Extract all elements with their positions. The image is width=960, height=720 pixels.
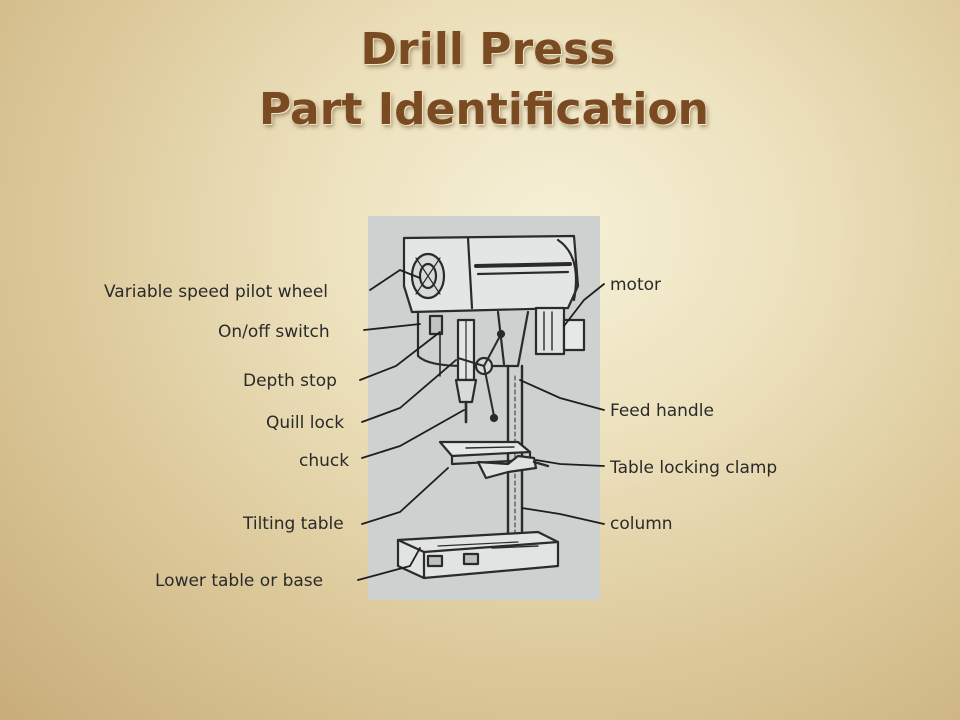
label-tilting-table: Tilting table: [243, 514, 344, 534]
label-quill-lock: Quill lock: [266, 413, 345, 433]
label-column: column: [610, 514, 673, 534]
slide-title-line1: Drill Press: [360, 24, 616, 75]
label-depth-stop: Depth stop: [243, 371, 337, 391]
label-feed-handle: Feed handle: [610, 401, 714, 421]
label-table-locking-clamp: Table locking clamp: [610, 458, 778, 478]
label-variable-speed-pilot-wheel: Variable speed pilot wheel: [104, 282, 329, 302]
slide-title-line2: Part Identification: [258, 84, 709, 135]
label-motor: motor: [610, 275, 662, 295]
label-on-off-switch: On/off switch: [218, 322, 330, 342]
drill-press-illustration: [368, 216, 600, 600]
label-chuck: chuck: [299, 451, 350, 471]
label-lower-table-or-base: Lower table or base: [155, 571, 324, 591]
